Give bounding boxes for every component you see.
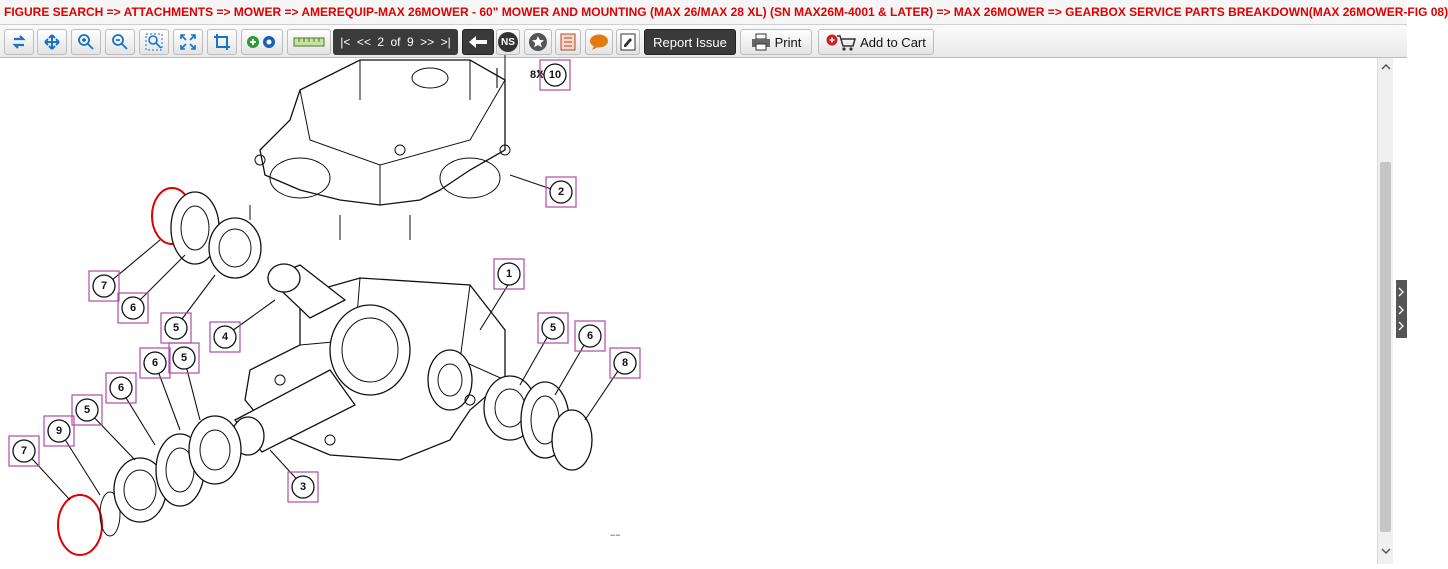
callout-label: 6 — [130, 302, 136, 314]
refresh-icon — [12, 35, 26, 49]
comment-button[interactable] — [585, 29, 613, 55]
callout-label: 4 — [222, 331, 229, 343]
add-to-cart-button[interactable]: Add to Cart — [818, 29, 934, 55]
ns-badge: NS — [498, 32, 518, 52]
diagram-footnote: −− — [610, 530, 621, 540]
back-button[interactable] — [462, 29, 494, 55]
callout-label: 5 — [181, 352, 187, 364]
toolbar: |< << 2 of 9 >> >| NS Report Issue Print… — [0, 24, 1407, 58]
zoom-out-button[interactable] — [105, 29, 135, 55]
cart-icon — [826, 34, 857, 51]
add-gear-icon — [247, 36, 275, 48]
diagram-viewport[interactable]: 8X −− 10 2 1 7 6 5 4 5 6 8 6 5 6 5 9 7 3 — [0, 55, 1377, 564]
breadcrumb: FIGURE SEARCH => ATTACHMENTS => MOWER =>… — [0, 0, 1448, 24]
callout-9[interactable]: 9 — [43, 415, 75, 447]
zoom-window-icon — [145, 33, 163, 51]
zoom-in-button[interactable] — [71, 29, 101, 55]
page-current[interactable]: 2 — [377, 35, 384, 49]
fit-icon — [180, 34, 196, 50]
note-icon — [620, 33, 636, 51]
expand-panel-icon — [1398, 287, 1404, 331]
callout-4[interactable]: 4 — [209, 321, 241, 353]
fit-button[interactable] — [173, 29, 203, 55]
callout-label: 6 — [152, 357, 158, 369]
print-button[interactable]: Print — [740, 29, 812, 55]
callout-label: 6 — [587, 330, 593, 342]
ruler-icon — [293, 37, 325, 47]
next-page-button[interactable]: >> — [420, 35, 435, 49]
crop-button[interactable] — [207, 29, 237, 55]
star-icon — [529, 33, 547, 51]
last-page-button[interactable]: >| — [440, 35, 451, 49]
pagination: |< << 2 of 9 >> >| — [333, 29, 458, 55]
refresh-button[interactable] — [4, 29, 34, 55]
side-panel-toggle[interactable] — [1396, 280, 1407, 338]
back-arrow-icon — [469, 36, 487, 48]
callout-5[interactable]: 5 — [160, 312, 192, 344]
callout-6[interactable]: 6 — [117, 292, 149, 324]
scroll-down-icon[interactable] — [1379, 544, 1393, 558]
report-issue-button[interactable]: Report Issue — [644, 29, 736, 55]
parts-list-icon — [560, 33, 576, 51]
callout-label: 5 — [550, 322, 556, 334]
parts-list-button[interactable] — [555, 29, 581, 55]
print-label: Print — [774, 34, 802, 50]
bearing-set-right — [483, 375, 593, 471]
vertical-scrollbar[interactable] — [1377, 58, 1393, 564]
callout-5[interactable]: 5 — [71, 394, 103, 426]
callout-5[interactable]: 5 — [168, 342, 200, 374]
callout-7[interactable]: 7 — [8, 435, 40, 467]
zoom-in-icon — [78, 34, 94, 50]
callout-group: 10 2 1 7 6 5 4 5 6 8 6 5 6 5 9 7 3 — [8, 59, 641, 503]
callout-label: 3 — [300, 481, 306, 493]
callout-label: 9 — [56, 425, 62, 437]
ns-button[interactable]: NS — [496, 29, 520, 55]
pan-icon — [44, 34, 60, 50]
zoom-window-button[interactable] — [139, 29, 169, 55]
callout-7[interactable]: 7 — [88, 270, 120, 302]
bearing-set-lower — [57, 415, 242, 556]
callout-6[interactable]: 6 — [105, 372, 137, 404]
callout-label: 7 — [101, 280, 107, 292]
callout-label: 5 — [84, 404, 90, 416]
printer-icon — [751, 33, 770, 51]
input-shaft — [266, 263, 347, 319]
note-button[interactable] — [616, 29, 640, 55]
callout-6[interactable]: 6 — [574, 320, 606, 352]
callout-label: 7 — [21, 445, 27, 457]
add-to-cart-label: Add to Cart — [860, 34, 926, 50]
callout-3[interactable]: 3 — [287, 471, 319, 503]
comment-icon — [590, 34, 608, 50]
callout-8[interactable]: 8 — [609, 347, 641, 379]
callout-label: 6 — [118, 382, 124, 394]
quantity-prefix: 8X — [530, 69, 544, 81]
page-of: of — [390, 35, 401, 49]
ruler-button[interactable] — [287, 29, 331, 55]
scrollbar-thumb[interactable] — [1380, 162, 1391, 532]
callout-label: 5 — [173, 322, 179, 334]
favorite-button[interactable] — [524, 29, 552, 55]
page-total: 9 — [406, 35, 414, 49]
gearbox-exploded-diagram[interactable]: 8X −− 10 2 1 7 6 5 4 5 6 8 6 5 6 5 9 7 3 — [0, 55, 1377, 564]
callout-10[interactable]: 10 — [539, 59, 571, 91]
callout-label: 2 — [558, 186, 564, 198]
prev-page-button[interactable]: << — [356, 35, 371, 49]
callout-2[interactable]: 2 — [545, 176, 577, 208]
bearing-set-upper — [151, 187, 262, 279]
callout-1[interactable]: 1 — [493, 258, 525, 290]
add-gear-button[interactable] — [241, 29, 283, 55]
scroll-up-icon[interactable] — [1379, 60, 1393, 74]
callout-5[interactable]: 5 — [537, 312, 569, 344]
crop-icon — [214, 34, 230, 50]
gearbox-cover — [249, 55, 511, 240]
callout-label: 10 — [549, 69, 561, 81]
pan-button[interactable] — [37, 29, 67, 55]
callout-label: 1 — [506, 268, 512, 280]
first-page-button[interactable]: |< — [340, 35, 351, 49]
callout-label: 8 — [622, 357, 628, 369]
zoom-out-icon — [112, 34, 128, 50]
callout-6[interactable]: 6 — [139, 347, 171, 379]
